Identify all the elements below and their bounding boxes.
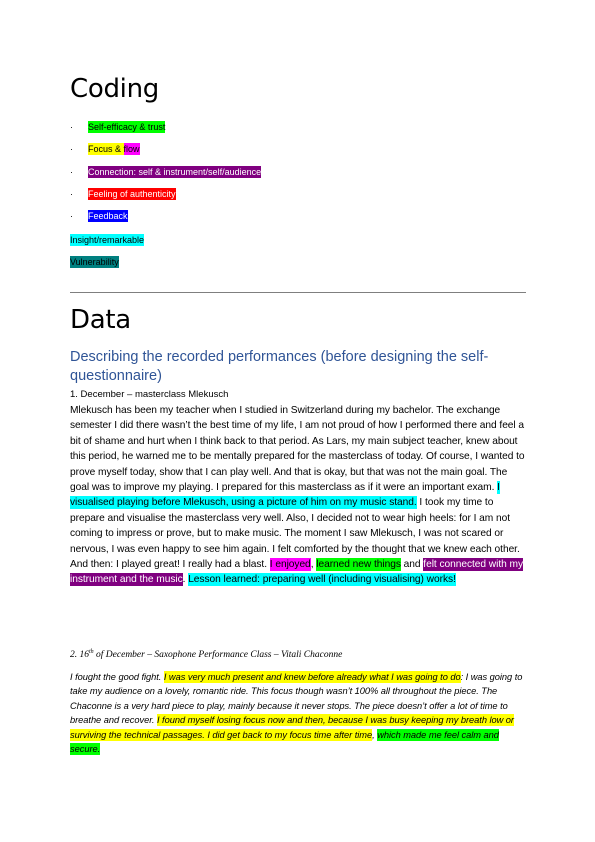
bullet-icon: · <box>70 189 73 199</box>
entry1-paragraph: Mlekusch has been my teacher when I stud… <box>70 403 527 588</box>
legend-label-highlight: Insight/remarkable <box>70 234 145 246</box>
legend-label: Insight/remarkable <box>70 234 145 246</box>
legend-label: Focus & flow <box>88 143 140 155</box>
legend-label-highlight: Vulnerability <box>70 256 119 268</box>
entry1-text: Mlekusch has been my teacher when I stud… <box>70 405 525 494</box>
legend-label: Connection: self & instrument/self/audie… <box>88 166 262 178</box>
section-divider <box>70 292 526 293</box>
entry2-title-post: of December – Saxophone Performance Clas… <box>93 650 343 661</box>
entry1-highlight: Lesson learned: preparing well (includin… <box>188 573 456 587</box>
legend-label-highlight: Feedback <box>88 210 128 222</box>
legend-label-highlight: Focus & <box>88 143 124 155</box>
entry2-text: , <box>372 729 378 740</box>
entry1-text: . <box>182 574 189 586</box>
bullet-icon: · <box>70 211 73 221</box>
legend-label-highlight: Self-efficacy & trust <box>88 121 166 133</box>
legend-label-highlight: Connection: self & instrument/self/audie… <box>88 166 262 178</box>
legend-label: Feedback <box>88 210 128 222</box>
legend-label: Self-efficacy & trust <box>88 121 166 133</box>
coding-heading: Coding <box>70 74 159 104</box>
legend-label: Vulnerability <box>70 256 119 268</box>
entry2-text: : I was going to take my audience on a l… <box>70 672 523 726</box>
data-heading: Data <box>70 305 131 335</box>
legend-label: Feeling of authenticity <box>88 188 176 200</box>
bullet-icon: · <box>70 167 73 177</box>
entry2-paragraph: I fought the good fight. I was very much… <box>70 670 528 756</box>
legend-label-highlight: Feeling of authenticity <box>88 188 176 200</box>
entry2-title-sup: th <box>89 649 94 655</box>
entry1-highlight: I enjoyed <box>269 558 311 572</box>
bullet-icon: · <box>70 144 73 154</box>
bullet-icon: · <box>70 122 73 132</box>
entry2-title-pre: 2. 16 <box>70 650 89 661</box>
entry2-title: 2. 16th of December – Saxophone Performa… <box>70 649 342 660</box>
entry1-text: and <box>400 559 424 571</box>
entry1-text: I took my time to prepare and visualise … <box>70 497 520 571</box>
entry2-highlight: I was very much present and knew before … <box>163 671 461 683</box>
entry1-text: , <box>310 559 317 571</box>
section-subheading: Describing the recorded performances (be… <box>70 349 489 384</box>
entry2-text: I fought the good fight. <box>70 672 164 682</box>
entry1-title: 1. December – masterclass Mlekusch <box>70 389 229 400</box>
legend-label-highlight: flow <box>123 143 140 155</box>
entry1-highlight: learned new things <box>316 558 401 572</box>
